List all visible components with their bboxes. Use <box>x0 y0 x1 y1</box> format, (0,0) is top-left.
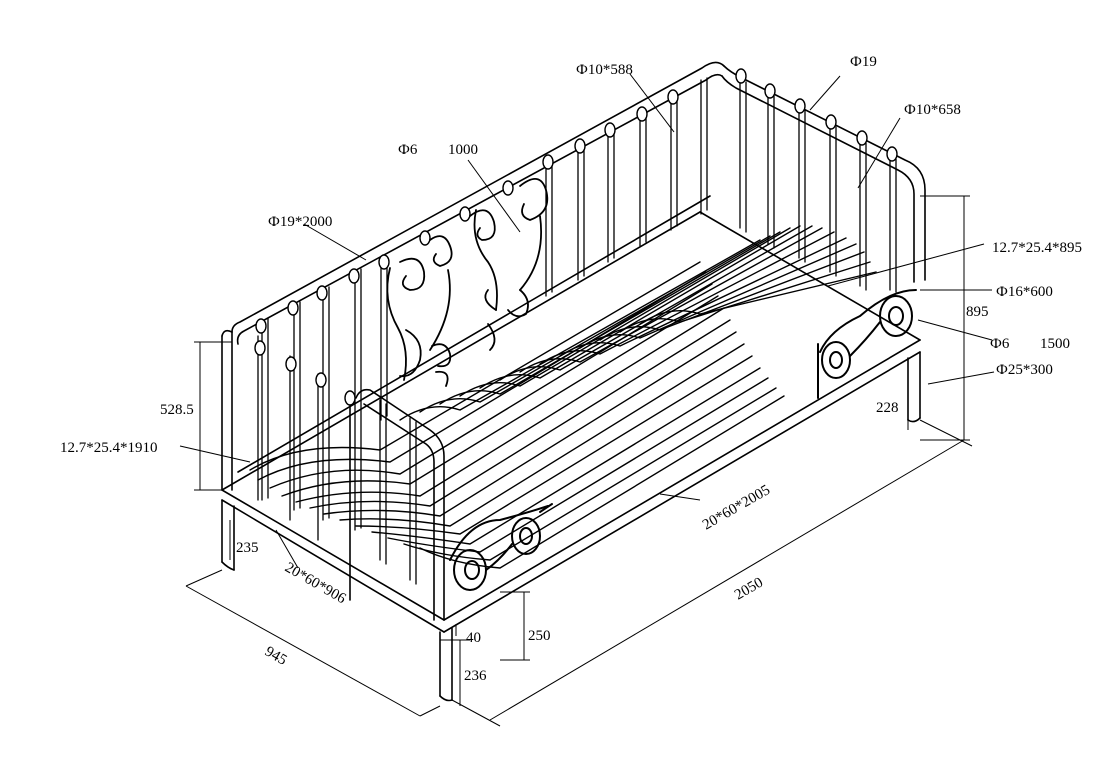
label-height-40: 40 <box>466 630 481 646</box>
label-flat-1910: 12.7*25.4*1910 <box>60 440 158 456</box>
label-rod-6-1500-b: 1500 <box>1040 336 1070 352</box>
label-rail-906: 20*60*906 <box>282 560 349 608</box>
label-width-945: 945 <box>262 644 289 669</box>
dimension-lines <box>179 73 995 727</box>
label-height-228: 228 <box>876 400 899 416</box>
label-tube-19-2000: Ф19*2000 <box>268 214 332 230</box>
label-rail-2005: 20*60*2005 <box>700 482 773 533</box>
tube-collars <box>254 68 898 406</box>
side-rails <box>221 195 921 633</box>
label-height-528: 528.5 <box>160 402 194 418</box>
label-leg-25-300: Ф25*300 <box>996 362 1053 378</box>
label-height-895: 895 <box>966 304 989 320</box>
back-top-tube <box>221 61 926 621</box>
label-flat-895: 12.7*25.4*895 <box>992 240 1082 256</box>
legs <box>221 351 921 702</box>
dimension-labels: Ф10*588 Ф19 Ф10*658 Ф6 1000 Ф19*2000 12.… <box>60 54 1082 684</box>
label-rod-10-588: Ф10*588 <box>576 62 633 78</box>
label-height-250: 250 <box>528 628 551 644</box>
label-height-235: 235 <box>236 540 259 556</box>
label-rod-6-1000-b: 1000 <box>448 142 478 158</box>
bed-slats <box>249 225 877 569</box>
back-end-scroll <box>817 289 917 399</box>
label-length-2050: 2050 <box>732 575 766 604</box>
back-scroll-panel <box>386 178 549 387</box>
label-rod-6-1000-a: Ф6 <box>398 142 418 158</box>
label-tube-16-600: Ф16*600 <box>996 284 1053 300</box>
bed-frame <box>221 61 926 702</box>
label-height-236: 236 <box>464 668 487 684</box>
label-rod-6-1500-a: Ф6 <box>990 336 1010 352</box>
front-scroll <box>449 503 553 591</box>
label-rod-10-658: Ф10*658 <box>904 102 961 118</box>
label-tube-19: Ф19 <box>850 54 877 70</box>
